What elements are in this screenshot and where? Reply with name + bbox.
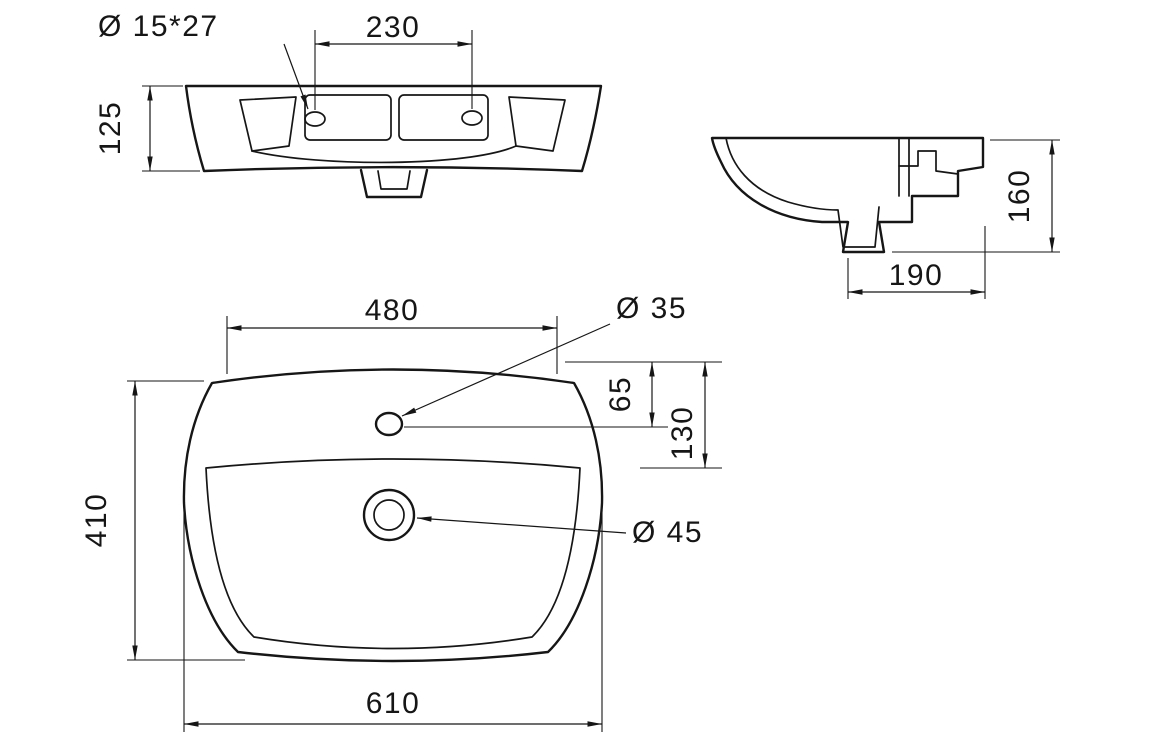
front-view-drain-outer: [362, 488, 416, 542]
dimension-230: 230: [314, 11, 473, 110]
dimension-480: 480: [226, 294, 558, 374]
dimension-65: 65: [404, 361, 722, 428]
extension-line: [404, 361, 722, 428]
dimension-610: 610: [183, 510, 603, 732]
dimension-125: 125: [94, 85, 200, 172]
dimension-label: 230: [366, 11, 421, 44]
extension-line: [127, 380, 245, 661]
extension-line: [142, 85, 200, 172]
dimension-label: 125: [94, 101, 127, 156]
faucet-dia-label: Ø 35: [616, 292, 687, 325]
dimension-label: 130: [666, 406, 699, 461]
top-view: [184, 84, 603, 199]
front-view-drain-inner: [373, 499, 405, 531]
label-drain-diameter: Ø 45: [416, 516, 703, 549]
dimension-410: 410: [80, 380, 245, 661]
dimension-130: 130: [640, 362, 722, 469]
front-view-faucet-hole: [374, 411, 404, 437]
drain-dia-label: Ø 45: [632, 516, 703, 549]
faucet-leader-line: [401, 323, 611, 417]
side-view-back-wall: [898, 137, 910, 197]
top-view-outline: [184, 84, 603, 173]
front-view: [182, 368, 604, 663]
extension-line: [892, 139, 1060, 253]
front-view-inner-rim: [205, 458, 581, 650]
dimension-label: 610: [366, 687, 421, 720]
dimension-label: 410: [80, 493, 113, 548]
dimension-190: 190: [847, 226, 986, 299]
top-view-recess-left: [239, 96, 297, 152]
slot-leader-line: [283, 43, 309, 110]
dimension-160: 160: [892, 139, 1060, 253]
top-view-faucet-slot-left: [304, 111, 326, 127]
front-view-outline: [182, 368, 604, 663]
dimension-label: 65: [604, 376, 637, 412]
top-view-panel-right: [398, 94, 489, 141]
side-view: [710, 136, 985, 254]
dimension-label: 190: [889, 259, 944, 292]
extension-line: [183, 510, 603, 732]
top-view-drain-recess: [359, 168, 429, 199]
top-view-recess-right: [508, 96, 566, 152]
side-view-overflow-detail: [898, 150, 959, 175]
top-view-drain-inner: [377, 170, 411, 190]
top-view-panel-left: [304, 94, 392, 141]
slot-label: Ø 15*27: [98, 10, 219, 43]
top-view-bowl-edge: [251, 145, 517, 164]
drain-leader-line: [416, 516, 627, 534]
dimension-slot-label: Ø 15*27: [98, 10, 309, 110]
label-faucet-diameter: Ø 35: [401, 292, 687, 417]
dimension-label: 160: [1003, 169, 1036, 224]
side-view-outline: [710, 136, 985, 254]
dimension-label: 480: [365, 294, 420, 327]
top-view-faucet-slot-right: [461, 110, 483, 126]
side-view-bowl-inner: [725, 137, 880, 248]
